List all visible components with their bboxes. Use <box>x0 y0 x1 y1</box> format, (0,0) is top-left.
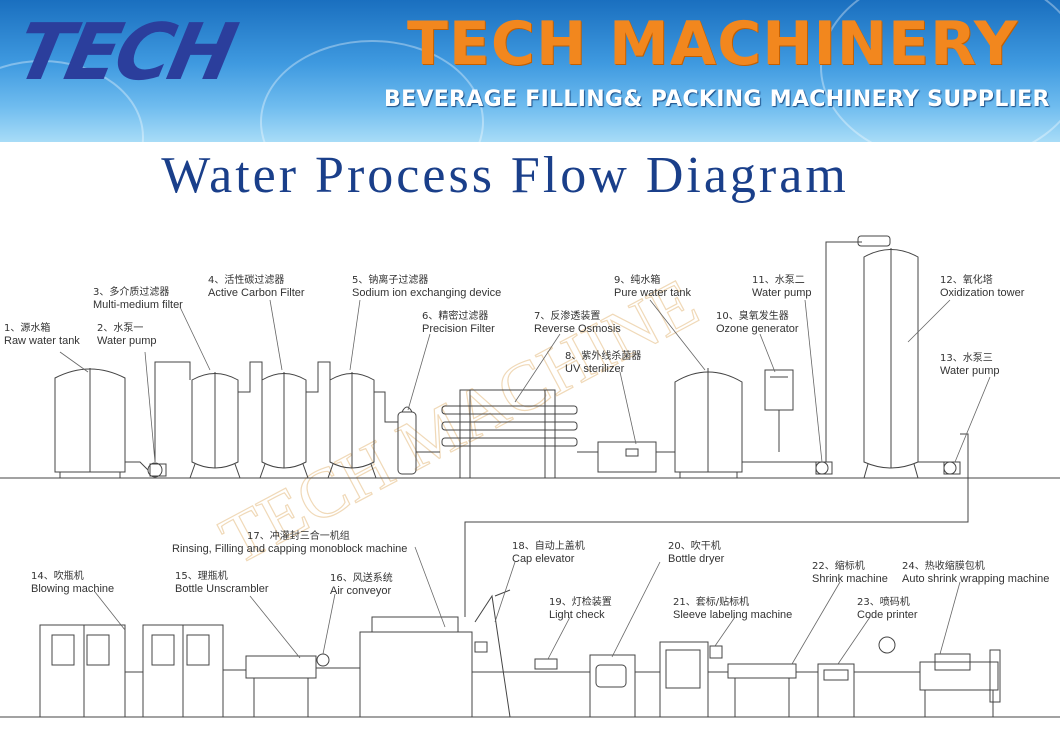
oxidization-tower-drawing <box>863 248 919 479</box>
leader-lines <box>59 299 991 665</box>
pure-water-tank-drawing <box>674 368 743 478</box>
uv-sterilizer-drawing <box>597 441 675 473</box>
air-conveyor-drawing <box>316 653 360 669</box>
ozone-generator-drawing <box>764 369 794 452</box>
sleeve-labeling-drawing <box>659 641 728 718</box>
logo-text: TECH <box>8 8 241 98</box>
wave-decoration <box>820 0 1060 142</box>
water-pump-1-drawing <box>125 361 191 478</box>
active-carbon-filter-drawing <box>259 361 331 479</box>
brand-name: TECH MACHINERY <box>407 9 1019 79</box>
water-pump-3-drawing <box>464 433 969 617</box>
water-pump-2-drawing <box>742 235 891 475</box>
code-printer-drawing <box>817 636 920 718</box>
bottle-dryer-drawing <box>589 654 660 718</box>
reverse-osmosis-drawing <box>441 389 598 479</box>
bottle-unscrambler-drawing <box>223 655 317 717</box>
shrink-machine-drawing <box>727 663 818 717</box>
shrink-wrapping-drawing <box>919 649 1001 717</box>
monoblock-machine-drawing <box>359 616 590 718</box>
company-logo: TECH <box>8 8 240 98</box>
brand-tagline: BEVERAGE FILLING& PACKING MACHINERY SUPP… <box>384 87 1050 112</box>
diagram-title: Water Process Flow Diagram <box>161 147 849 204</box>
blowing-machine-drawing <box>39 624 224 718</box>
precision-filter-drawing <box>397 406 440 475</box>
multi-medium-filter-drawing <box>189 361 263 479</box>
raw-water-tank-drawing <box>54 368 126 478</box>
light-check-drawing <box>534 658 558 670</box>
header-banner: TECH TECH MACHINERY BEVERAGE FILLING& PA… <box>0 0 1060 142</box>
cap-elevator-drawing <box>474 589 511 718</box>
process-flow-diagram: TECH MACHINE <box>0 222 1060 741</box>
diagram-canvas: TECH MACHINE <box>0 235 1060 718</box>
sodium-ion-device-drawing <box>327 372 398 479</box>
